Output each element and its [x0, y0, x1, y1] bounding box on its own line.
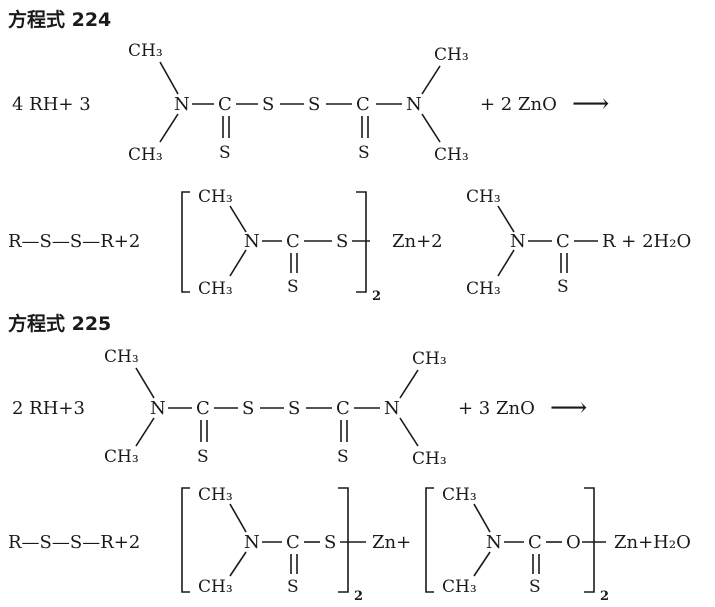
bond — [421, 113, 441, 143]
carbon-atom: C — [286, 231, 300, 252]
nitrogen-atom: N — [174, 94, 190, 115]
sulfur-atom: S — [336, 231, 348, 252]
bond — [229, 249, 247, 277]
reaction-arrow: ⟶ — [550, 393, 587, 423]
eq224-thioamide-product: CH₃ CH₃ N C S R + 2H₂O — [466, 187, 691, 299]
nitrogen-atom: N — [244, 532, 260, 553]
equation-224-label: 方程式 224 — [8, 8, 111, 31]
right-bracket — [584, 487, 595, 593]
nitrogen-atom: N — [384, 398, 400, 419]
nitrogen-atom: N — [150, 398, 166, 419]
bond — [159, 61, 179, 95]
sulfur-atom: S — [287, 577, 299, 597]
subscript-2: 2 — [354, 589, 363, 604]
eq224-zn-coefficient: Zn+2 — [392, 231, 443, 252]
bond — [229, 551, 247, 577]
carbon-atom: C — [528, 532, 542, 553]
nitrogen-atom: N — [510, 231, 526, 252]
eq224-product-tail: R + 2H₂O — [602, 231, 691, 252]
bond — [473, 551, 491, 577]
eq224-lhs-prefix: 4 RH+ 3 — [12, 94, 91, 115]
sulfur-atom: S — [308, 94, 320, 115]
carbon-atom: C — [356, 94, 370, 115]
left-bracket — [181, 487, 190, 593]
bond — [229, 205, 247, 233]
eq225-reagent: + 3 ZnO — [458, 398, 535, 419]
left-bracket — [181, 191, 190, 293]
sulfur-atom: S — [262, 94, 274, 115]
sulfur-atom: S — [529, 577, 541, 597]
subscript-2: 2 — [600, 589, 609, 604]
eq225-carbamate-ligand: CH₃ CH₃ N C S O — [442, 485, 606, 597]
sulfur-atom: S — [358, 143, 370, 163]
equation-225-label: 方程式 225 — [8, 312, 111, 335]
ch3-label: CH₃ — [434, 45, 469, 65]
bond — [229, 503, 247, 533]
eq225-dithiocarbamate-ligand: CH₃ CH₃ N C S S — [198, 485, 366, 597]
carbon-atom: C — [336, 398, 350, 419]
ch3-label: CH₃ — [466, 187, 501, 207]
ch3-label: CH₃ — [128, 145, 163, 165]
ch3-label: CH₃ — [442, 577, 477, 597]
sulfur-atom: S — [219, 143, 231, 163]
bond — [497, 249, 515, 277]
eq224-dithiocarbamate-ligand: CH₃ CH₃ N C S S — [198, 187, 370, 299]
nitrogen-atom: N — [244, 231, 260, 252]
reaction-arrow: ⟶ — [572, 89, 609, 119]
bond — [135, 417, 155, 447]
ch3-label: CH₃ — [128, 41, 163, 61]
bond — [421, 65, 441, 95]
sulfur-atom: S — [242, 398, 254, 419]
nitrogen-atom: N — [486, 532, 502, 553]
ch3-label: CH₃ — [198, 577, 233, 597]
subscript-2: 2 — [372, 289, 381, 304]
ch3-label: CH₃ — [198, 187, 233, 207]
sulfur-atom: S — [337, 447, 349, 467]
ch3-label: CH₃ — [434, 145, 469, 165]
bond — [399, 417, 419, 447]
carbon-atom: C — [196, 398, 210, 419]
ch3-label: CH₃ — [104, 347, 139, 367]
sulfur-atom: S — [197, 447, 209, 467]
eq224-thiuram-disulfide: CH₃ CH₃ N C S S S C S N CH₃ CH₃ — [128, 41, 469, 165]
carbon-atom: C — [556, 231, 570, 252]
eq225-product-tail: Zn+H₂O — [614, 532, 691, 553]
carbon-atom: C — [218, 94, 232, 115]
carbon-atom: C — [286, 532, 300, 553]
eq225-lhs-prefix: 2 RH+3 — [12, 398, 85, 419]
nitrogen-atom: N — [406, 94, 422, 115]
eq225-disulfide-product: R—S—S—R+2 — [8, 532, 140, 553]
bond — [159, 113, 179, 143]
ch3-label: CH₃ — [442, 485, 477, 505]
eq224-reagent: + 2 ZnO — [480, 94, 557, 115]
eq224-disulfide-product: R—S—S—R+2 — [8, 231, 140, 252]
ch3-label: CH₃ — [466, 279, 501, 299]
bond — [497, 205, 515, 233]
bond — [135, 367, 155, 399]
sulfur-atom: S — [324, 532, 336, 553]
bond — [399, 369, 419, 399]
ch3-label: CH₃ — [198, 485, 233, 505]
eq225-thiuram-disulfide: CH₃ CH₃ N C S S S C S N CH₃ CH₃ — [104, 347, 447, 469]
ch3-label: CH₃ — [198, 279, 233, 299]
ch3-label: CH₃ — [104, 447, 139, 467]
sulfur-atom: S — [287, 277, 299, 297]
ch3-label: CH₃ — [412, 449, 447, 469]
bond — [473, 503, 491, 533]
sulfur-atom: S — [557, 277, 569, 297]
sulfur-atom: S — [288, 398, 300, 419]
right-bracket — [356, 191, 367, 293]
left-bracket — [425, 487, 434, 593]
right-bracket — [338, 487, 349, 593]
ch3-label: CH₃ — [412, 349, 447, 369]
oxygen-atom: O — [566, 532, 581, 553]
eq225-zn-coefficient: Zn+ — [372, 532, 411, 553]
